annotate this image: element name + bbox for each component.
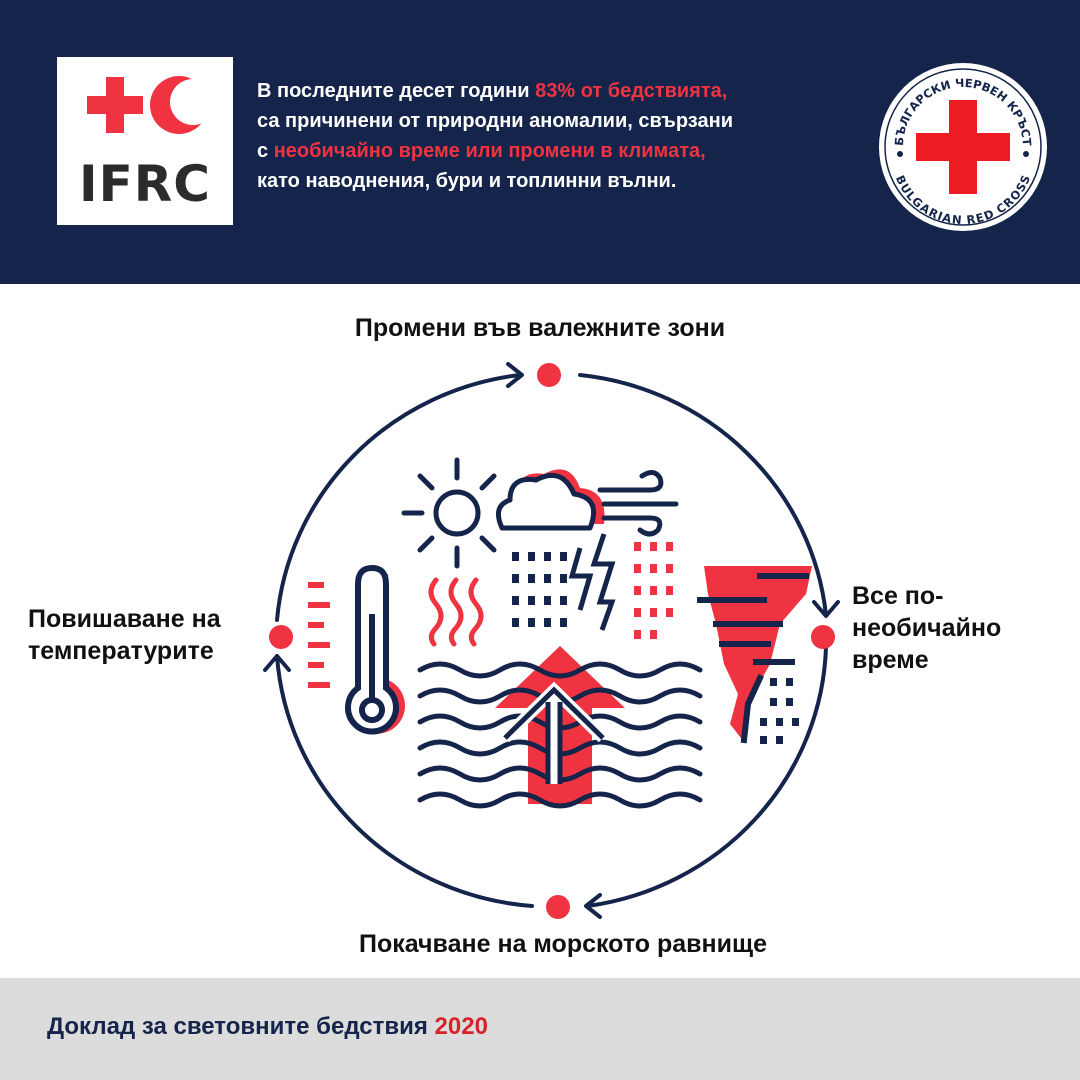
arrow-head-top [506, 362, 524, 388]
highlight-climate: необичайно време или промени в климата, [273, 140, 706, 162]
label-right-line-1: Все по- [852, 582, 944, 610]
wind-icon [597, 470, 679, 537]
red-cross-crescent-icon [87, 76, 216, 134]
label-sea-level-rise: Покачване на морското равнище [359, 930, 767, 958]
cycle-dot-left [269, 625, 293, 649]
label-precipitation-zones: Промени във валежните зони [354, 314, 726, 342]
label-right-line-3: време [852, 646, 929, 674]
cycle-dot-bottom [546, 895, 570, 919]
thermometer-icon [308, 564, 406, 735]
cycle-arc-bottom-left [275, 654, 534, 908]
rain-icon [512, 552, 567, 627]
ifrc-logo: IFRC [57, 57, 233, 225]
footer-report-title: Доклад за световните бедствия 2020 [47, 1013, 488, 1041]
label-right-line-2: необичайно [852, 614, 1002, 642]
label-left-line-1: Повишаване на [28, 605, 221, 633]
cycle-arc-bottom-right [586, 645, 828, 908]
header-message: В последните десет години 83% от бедстви… [257, 76, 847, 196]
footer-year: 2020 [434, 1013, 488, 1040]
message-line-3: с [257, 140, 274, 162]
footer-banner: Доклад за световните бедствия 2020 [0, 978, 1080, 1080]
cycle-arc-top-left [275, 373, 522, 622]
message-line-1: В последните десет години [257, 80, 536, 102]
bulgarian-red-cross-seal: БЪЛГАРСКИ ЧЕРВЕН КРЪСТ BULGARIAN RED CRO… [879, 63, 1047, 231]
label-left-line-2: температурите [28, 637, 214, 665]
message-line-4: като наводнения, бури и топлинни вълни. [257, 170, 677, 192]
heat-waves-icon [428, 577, 484, 647]
label-rising-temperatures: Повишаване на температурите [28, 603, 268, 667]
header-banner: IFRC В последните десет години 83% от бе… [0, 0, 1080, 284]
cycle-arc-top-right [578, 373, 828, 617]
message-line-2: са причинени от природни аномалии, свърз… [257, 110, 733, 132]
label-unusual-weather: Все по- необичайно време [852, 580, 1072, 676]
climate-cycle-diagram [263, 362, 840, 919]
arrow-head-bottom [584, 893, 602, 919]
footer-text: Доклад за световните бедствия [47, 1013, 435, 1040]
lightning-icon [568, 533, 616, 631]
cycle-dot-top [537, 363, 561, 387]
arrow-head-left [263, 654, 291, 672]
red-rain-icon [634, 542, 673, 639]
cloud-icon [495, 469, 605, 531]
cycle-dot-right [811, 625, 835, 649]
highlight-percent: 83% от бедствията, [535, 80, 728, 102]
ifrc-logo-text: IFRC [79, 155, 211, 213]
tornado-icon [697, 566, 812, 744]
arrow-head-right [812, 600, 840, 618]
sun-icon [401, 457, 497, 569]
